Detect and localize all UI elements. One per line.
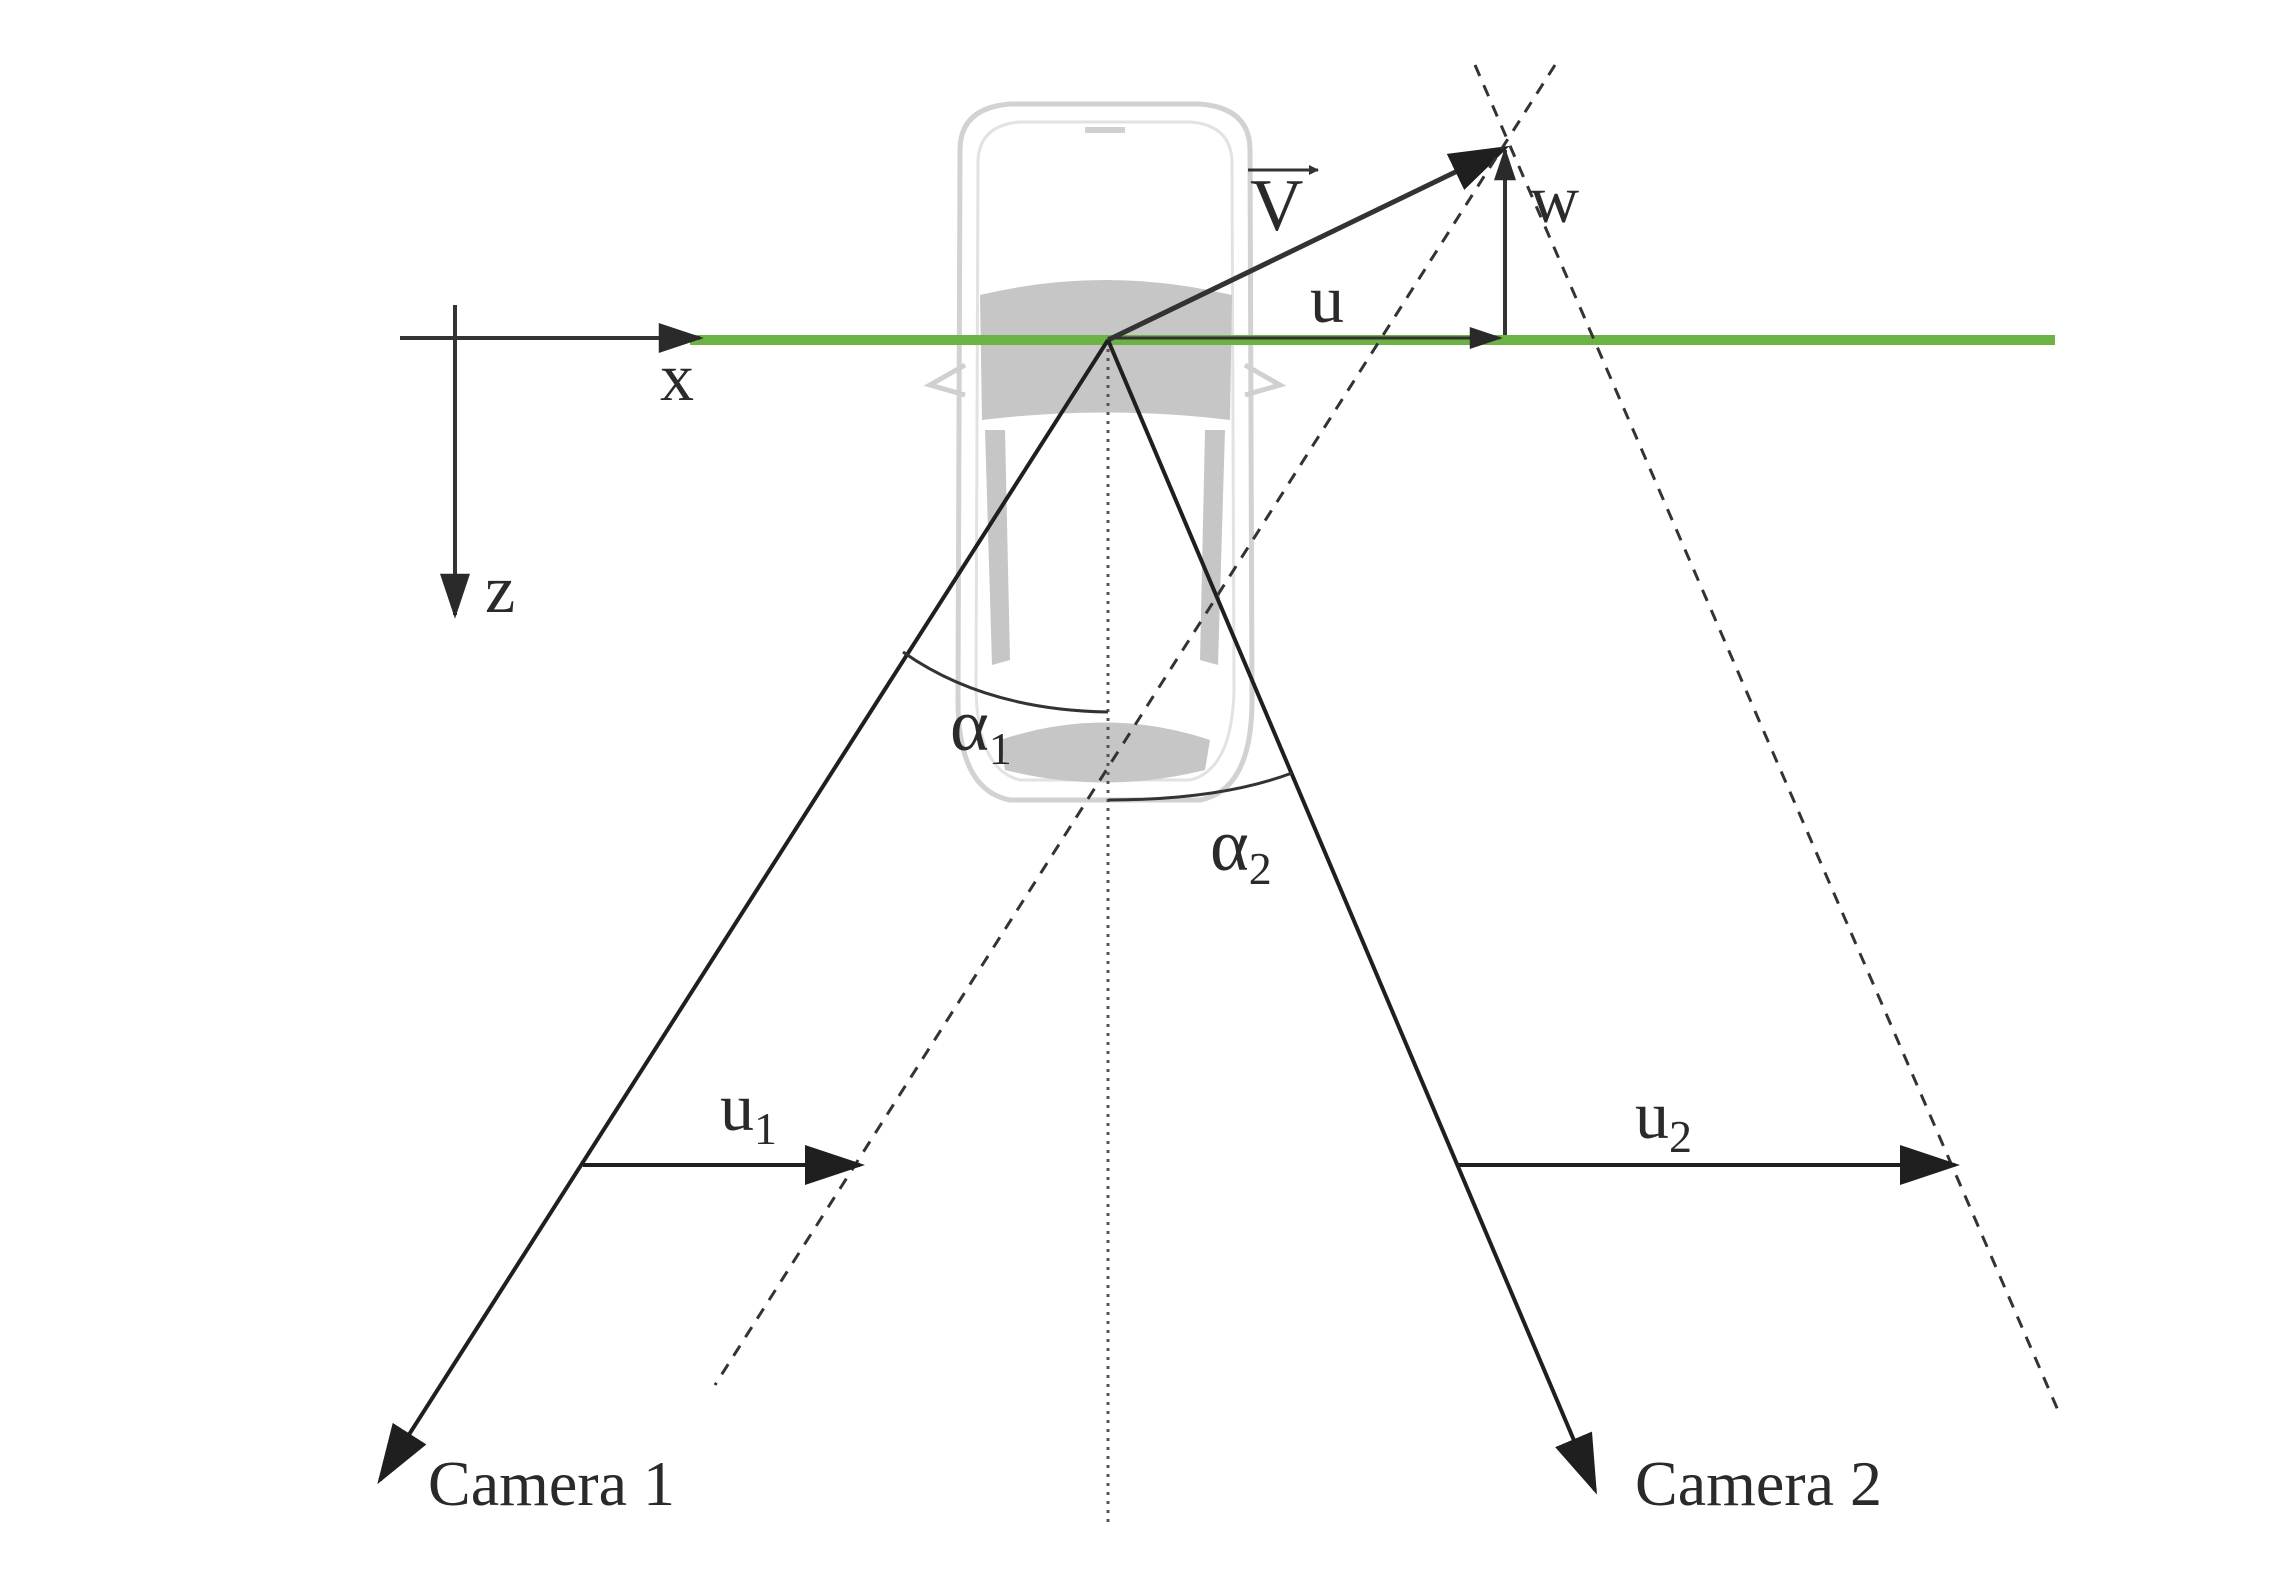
u1-label: u1 — [720, 1069, 777, 1154]
car-rear-window — [1000, 722, 1210, 783]
alpha2-angle-arc — [1107, 771, 1293, 802]
u2-label: u2 — [1635, 1077, 1692, 1162]
car-windshield — [980, 280, 1232, 420]
x-axis-label: x — [660, 339, 694, 415]
velocity-vector-arrow — [1106, 145, 1510, 343]
car-body-inner-outline — [974, 120, 1236, 782]
alpha2-label: α2 — [1210, 805, 1272, 894]
camera1-view-axis — [377, 338, 1110, 1485]
car-right-mirror — [1243, 362, 1287, 398]
camera2-projection-line — [1473, 64, 2062, 1416]
velocity-vector-label: V — [1250, 165, 1303, 247]
alpha1-label: α1 — [950, 685, 1012, 774]
camera2-label: Camera 2 — [1635, 1448, 1882, 1519]
camera1-label: Camera 1 — [428, 1448, 675, 1519]
u-component-label: u — [1310, 261, 1344, 337]
alpha1-angle-arc — [902, 650, 1109, 714]
car-topview-icon — [923, 101, 1287, 803]
z-axis-label: z — [485, 551, 515, 627]
car-left-window — [985, 430, 1010, 665]
camera2-view-axis — [1106, 339, 1597, 1495]
car-left-mirror — [923, 362, 967, 398]
car-body-outline — [955, 101, 1255, 803]
w-component-label: w — [1530, 161, 1579, 237]
